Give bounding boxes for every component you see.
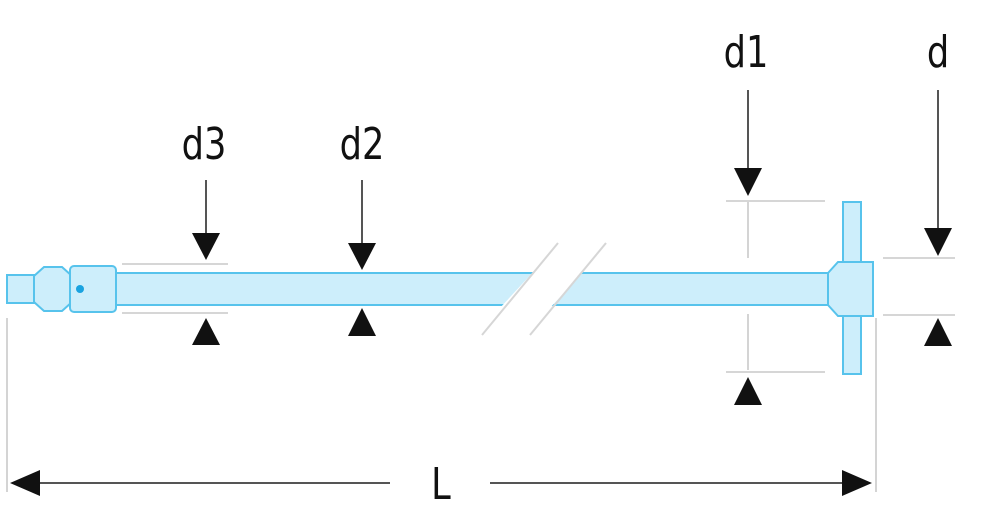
label-d: d	[927, 27, 949, 78]
shaft-break-symbol	[475, 242, 610, 336]
joint-body	[69, 265, 117, 313]
dimension-l	[10, 470, 872, 496]
handle-collar	[827, 261, 874, 317]
d-arrow-up	[924, 318, 952, 346]
d-arrow-down	[924, 228, 952, 256]
d2-arrow-up	[348, 308, 376, 336]
label-d2: d2	[340, 119, 385, 170]
t-handle-wrench	[6, 201, 874, 375]
dimension-d1	[734, 90, 762, 405]
dimension-d	[924, 90, 952, 346]
d1-arrow-up	[734, 377, 762, 405]
l-arrow-right	[842, 470, 872, 496]
d3-arrow-down	[192, 233, 220, 260]
extension-lines	[6, 200, 955, 492]
t-bar-upper	[842, 201, 862, 263]
label-l: L	[431, 459, 451, 510]
t-bar-lower	[842, 315, 862, 375]
label-d3: d3	[182, 119, 227, 170]
joint-yoke	[33, 266, 73, 312]
dimension-d2	[348, 180, 376, 336]
d1-arrow-down	[734, 168, 762, 196]
d2-arrow-down	[348, 243, 376, 270]
label-d1: d1	[724, 27, 769, 78]
l-arrow-left	[10, 470, 40, 496]
d3-arrow-up	[192, 318, 220, 345]
joint-pivot-dot	[76, 285, 84, 293]
dimension-d3	[192, 180, 220, 345]
shaft	[114, 272, 832, 306]
